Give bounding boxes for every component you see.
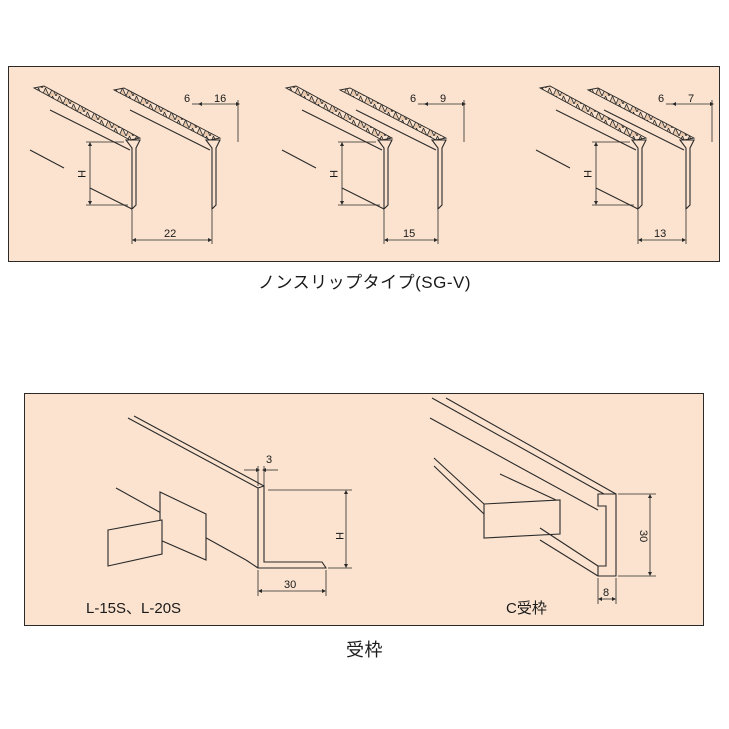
l-frame-label: L-15S、L-20S (86, 600, 181, 617)
l-frame-drawing: 3 H 30 (107, 415, 352, 596)
frame-diagram-panel (24, 393, 704, 626)
grating-variant-2: H 15 6 9 (281, 85, 466, 244)
pitch-label: 13 (654, 228, 666, 240)
height-label: H (327, 170, 339, 178)
top-a-label: 6 (658, 93, 664, 105)
depth-line (29, 149, 65, 169)
grating-variant-1: H 22 6 16 (29, 85, 240, 244)
serrated-bar-top (538, 85, 648, 141)
serrated-bar-top (586, 87, 696, 141)
grating-caption: ノンスリップタイプ(SG-V) (257, 273, 472, 292)
height-label: H (75, 170, 87, 178)
serrated-bar-top (284, 85, 394, 141)
bar-profile (124, 139, 141, 211)
l-width-label: 30 (284, 579, 296, 591)
bar-profile (376, 139, 393, 211)
height-label: H (581, 170, 593, 178)
top-a-label: 6 (410, 93, 416, 105)
depth-line (281, 149, 317, 169)
c-frame-label: C受枠 (506, 600, 547, 617)
bar-edge-line (603, 109, 685, 151)
c-height-label: 30 (637, 530, 649, 542)
pitch-label: 22 (164, 228, 176, 240)
bar-profile (430, 139, 447, 211)
bar-profile (204, 139, 221, 211)
l-thickness-label: 3 (266, 454, 272, 466)
bottom-line (595, 187, 639, 210)
bar-edge-line (129, 109, 211, 151)
bar-edge-line (301, 109, 383, 151)
bar-edge-line (355, 109, 437, 151)
pitch-label: 15 (403, 228, 415, 240)
bar-edge-line (49, 109, 131, 151)
bottom-line (89, 187, 133, 210)
top-b-label: 9 (440, 93, 446, 105)
c-frame-drawing: 30 8 (429, 397, 656, 604)
bottom-line (341, 187, 385, 210)
depth-line (535, 149, 571, 169)
l-height-label: H (333, 532, 345, 540)
grating-variant-3: H 13 6 7 (535, 85, 714, 244)
bar-edge-line (555, 109, 637, 151)
serrated-bar-top (112, 87, 222, 141)
bar-profile (630, 139, 647, 211)
top-b-label: 7 (688, 93, 694, 105)
bar-profile (678, 139, 695, 211)
top-a-label: 6 (184, 93, 190, 105)
c-width-label: 8 (603, 587, 609, 599)
frame-caption: 受枠 (346, 640, 383, 660)
serrated-bar-top (32, 85, 142, 141)
top-b-label: 16 (214, 93, 226, 105)
serrated-bar-top (338, 87, 448, 141)
